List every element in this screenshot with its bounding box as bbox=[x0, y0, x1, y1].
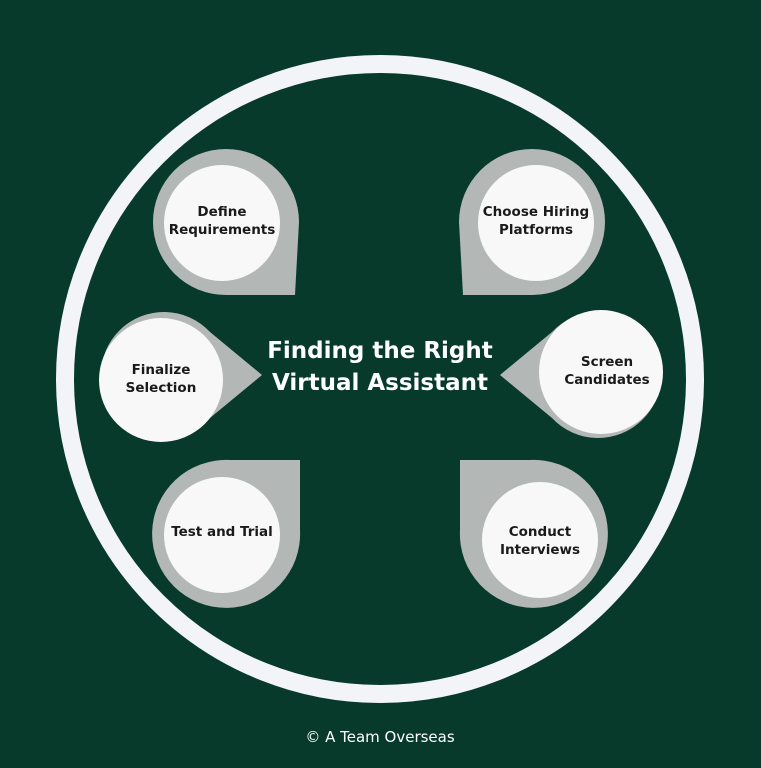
step-label-line-2: Interviews bbox=[500, 542, 580, 558]
step-label-line-2: Selection bbox=[125, 380, 197, 396]
step-label-finalize-selection: Finalize Selection bbox=[103, 349, 219, 409]
step-circle bbox=[99, 318, 223, 442]
step-node-define-requirements bbox=[153, 149, 299, 295]
step-label-screen-candidates: Screen Candidates bbox=[549, 341, 665, 401]
step-label-line-2: Candidates bbox=[564, 372, 650, 388]
step-label-line-1: Choose Hiring bbox=[482, 204, 590, 220]
step-label-line-1: Conduct bbox=[508, 524, 572, 540]
step-circle bbox=[478, 165, 594, 281]
diagram-title-line-2: Virtual Assistant bbox=[271, 370, 489, 396]
step-circle bbox=[164, 477, 280, 593]
step-label-test-and-trial: Test and Trial bbox=[164, 502, 280, 562]
step-label-line-1: Define bbox=[197, 204, 247, 220]
step-circle bbox=[539, 310, 663, 434]
step-label-define-requirements: Define Requirements bbox=[164, 191, 280, 251]
step-label-line-2: Platforms bbox=[498, 222, 573, 238]
diagram-title-line-1: Finding the Right bbox=[267, 338, 493, 364]
step-circle bbox=[164, 165, 280, 281]
step-label-line-1: Screen bbox=[580, 354, 634, 370]
step-node-choose-hiring-platforms bbox=[459, 149, 605, 295]
step-label-line-2: Requirements bbox=[168, 222, 276, 238]
step-circle bbox=[482, 482, 598, 598]
step-label-line-1: Test and Trial bbox=[171, 524, 273, 540]
step-label-choose-hiring-platforms: Choose Hiring Platforms bbox=[478, 191, 594, 251]
step-label-line-1: Finalize bbox=[131, 362, 191, 378]
diagram-title: Finding the Right Virtual Assistant bbox=[230, 335, 530, 399]
step-node-screen-candidates bbox=[500, 310, 663, 438]
copyright-footer: © A Team Overseas bbox=[305, 728, 455, 746]
step-node-finalize-selection bbox=[99, 312, 263, 442]
outer-ring bbox=[56, 55, 704, 703]
step-label-conduct-interviews: Conduct Interviews bbox=[482, 511, 598, 571]
step-node-test-and-trial bbox=[152, 459, 301, 608]
step-node-conduct-interviews bbox=[459, 459, 608, 608]
